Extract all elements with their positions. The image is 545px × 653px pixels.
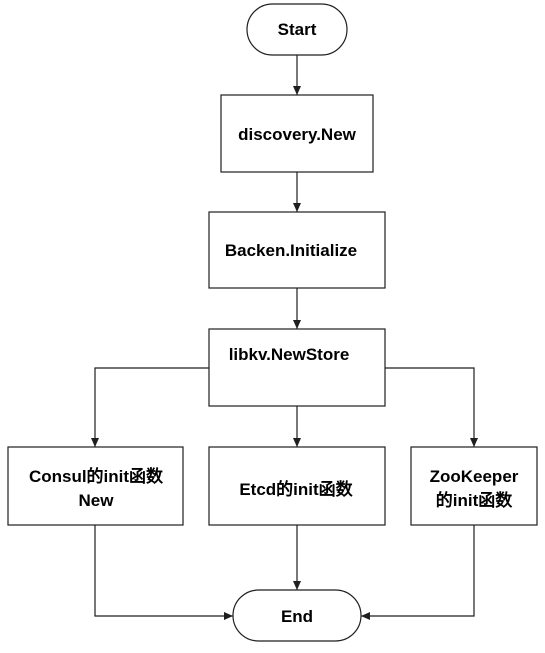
edge-libkv-to-zookeeper: [385, 367, 478, 447]
etcd-init-label: Etcd的init函数: [239, 479, 353, 499]
libkv-newstore-node: libkv.NewStore: [208, 328, 386, 407]
discovery-new-label: discovery.New: [238, 125, 357, 144]
zookeeper-init-label-line1: ZooKeeper: [430, 467, 519, 486]
end-label: End: [281, 607, 313, 626]
zookeeper-init-node: ZooKeeper 的init函数: [410, 446, 538, 526]
consul-init-label-line1: Consul的init函数: [29, 466, 164, 486]
start-node: Start: [246, 3, 348, 56]
consul-init-label-line2: New: [79, 491, 115, 510]
edge-consul-to-end: [94, 525, 233, 620]
backend-initialize-label: Backen.Initialize: [225, 241, 357, 260]
end-node: End: [232, 589, 362, 642]
backend-initialize-node: Backen.Initialize: [208, 211, 386, 289]
edge-libkv-to-consul: [91, 367, 209, 447]
consul-init-node: Consul的init函数 New: [7, 446, 184, 526]
edge-zookeeper-to-end: [361, 525, 475, 620]
start-label: Start: [278, 20, 317, 39]
discovery-new-node: discovery.New: [220, 94, 374, 173]
libkv-newstore-label: libkv.NewStore: [229, 345, 350, 364]
zookeeper-init-label-line2: 的init函数: [436, 490, 513, 510]
etcd-init-node: Etcd的init函数: [208, 446, 386, 526]
